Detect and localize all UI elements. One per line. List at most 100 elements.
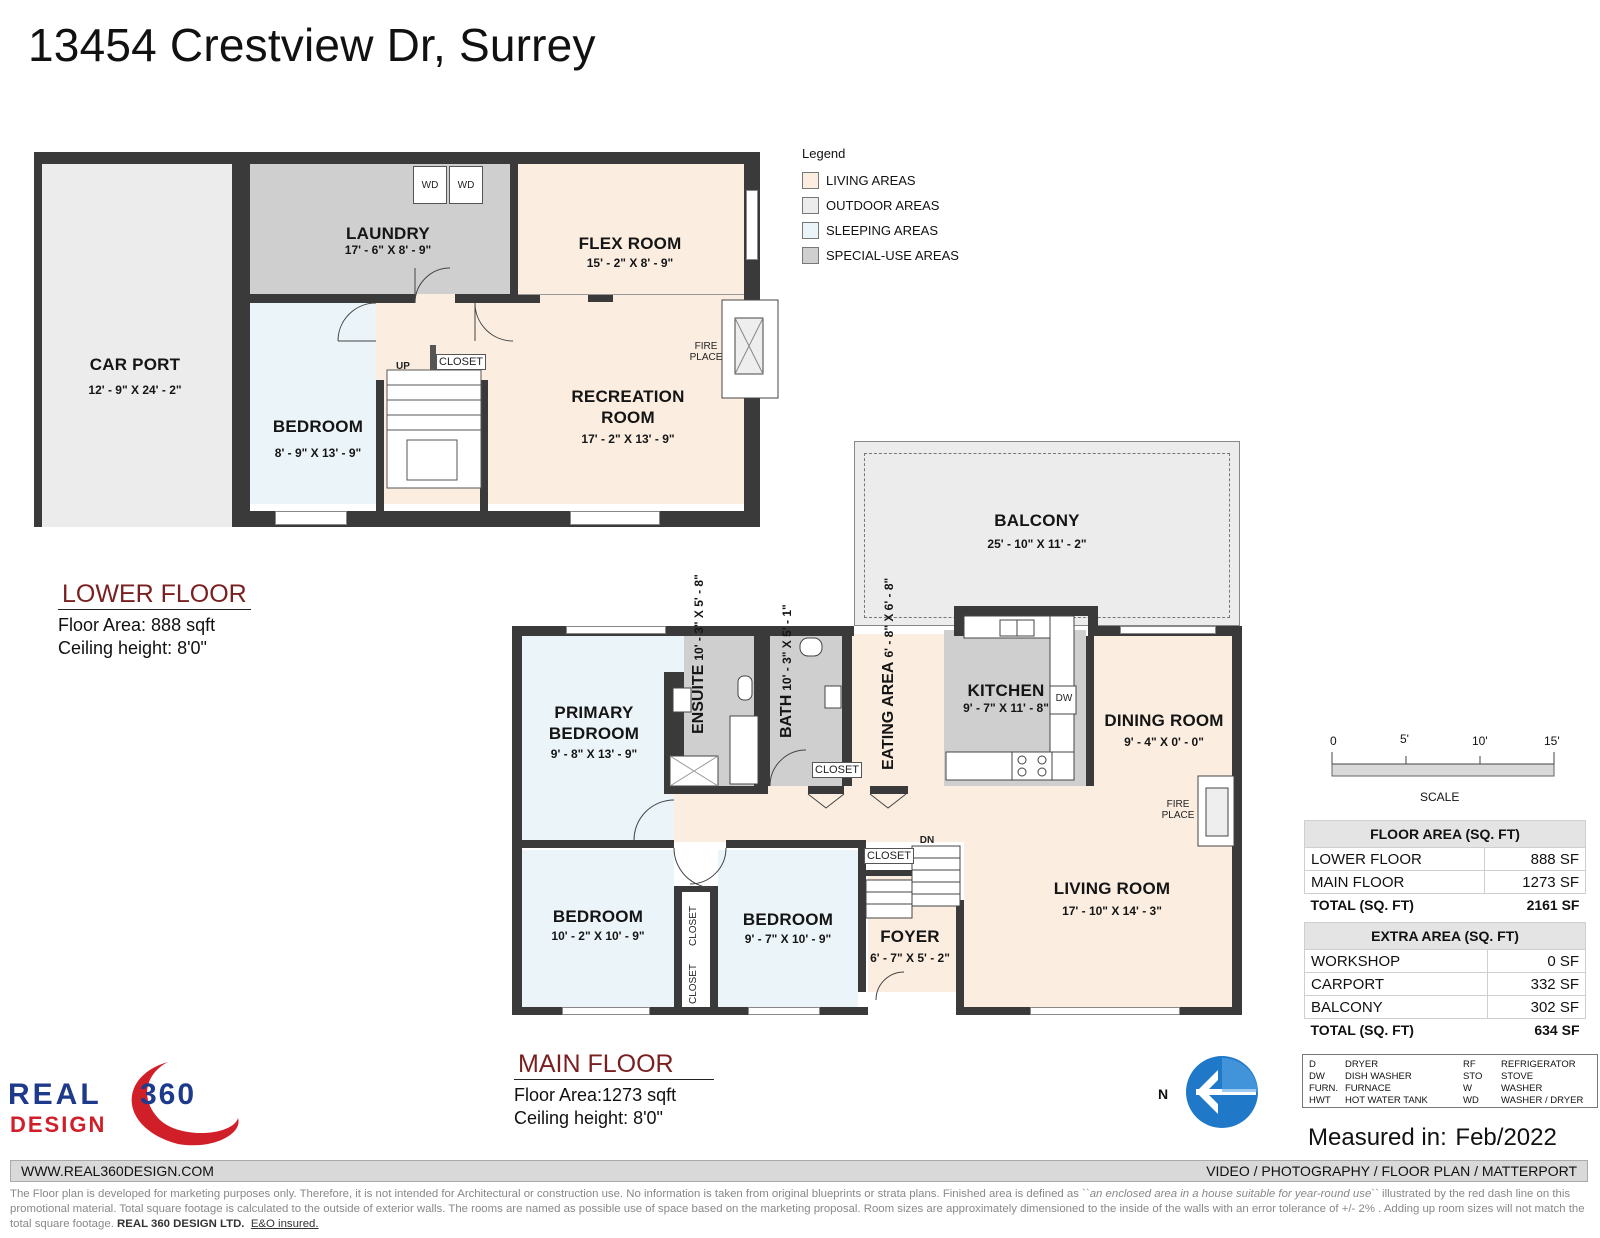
- main-floor-ceiling: Ceiling height: 8'0": [514, 1108, 663, 1129]
- door-swing-icon: [337, 267, 514, 342]
- abbreviation-key: D DRYER DW DISH WASHER FURN. FURNACE HWT…: [1302, 1054, 1598, 1108]
- window: [1120, 626, 1216, 634]
- living-area: [964, 842, 1232, 1007]
- wall: [674, 886, 718, 892]
- wall: [858, 840, 866, 992]
- room-label-foyer: FOYER 6' - 7" X 5' - 2": [870, 927, 950, 965]
- extra-area-title: EXTRA AREA (SQ. FT): [1304, 922, 1586, 950]
- logo-real: REAL: [8, 1078, 102, 1111]
- wall: [664, 786, 768, 794]
- legend-item-sleeping: SLEEPING AREAS: [802, 220, 938, 240]
- room-label-eating-area: EATING AREA6' - 8" X 6' - 8": [880, 577, 897, 770]
- lower-floor-heading: LOWER FLOOR: [58, 580, 251, 610]
- wall: [1232, 626, 1242, 1015]
- abbr-code: FURN.: [1309, 1083, 1339, 1094]
- wall: [588, 294, 613, 302]
- wall: [866, 870, 912, 876]
- flex-area: [518, 164, 744, 294]
- logo-swoosh-icon: [131, 1062, 239, 1146]
- scale-graphic: [1331, 752, 1555, 777]
- washer-dryer-icon: [449, 166, 483, 204]
- wall: [34, 152, 760, 164]
- room-label-bedroom-1: BEDROOM 10' - 2" X 10' - 9": [551, 907, 645, 943]
- abbr-code: STO: [1463, 1071, 1483, 1082]
- wall: [674, 886, 682, 1008]
- abbr-meaning: WASHER / DRYER: [1501, 1095, 1584, 1106]
- wall: [455, 294, 540, 303]
- balcony-area: [854, 441, 1240, 626]
- compass-label: N: [1158, 1086, 1169, 1102]
- wall: [512, 626, 522, 1015]
- wall: [250, 294, 415, 303]
- stairs-up-label: UP: [396, 361, 410, 372]
- abbr-meaning: DISH WASHER: [1345, 1071, 1412, 1082]
- scale-tick-label: 10': [1472, 734, 1488, 748]
- abbr-meaning: WASHER: [1501, 1083, 1543, 1094]
- dishwasher-icon: [1049, 685, 1077, 715]
- abbr-code: WD: [1463, 1095, 1479, 1106]
- scale-label: SCALE: [1420, 790, 1460, 804]
- abbr-code: RF: [1463, 1059, 1476, 1070]
- legend-item-special: SPECIAL-USE AREAS: [802, 245, 959, 265]
- wall: [1088, 606, 1098, 636]
- toilet-icon: [799, 637, 823, 657]
- room-label-lower-bedroom: BEDROOM 8' - 9" X 13' - 9": [272, 417, 364, 460]
- fireplace-icon: [721, 299, 779, 399]
- eating-area: [852, 634, 944, 786]
- disclaimer-text: The Floor plan is developed for marketin…: [10, 1188, 1585, 1230]
- stairs-down-label: DN: [919, 835, 935, 846]
- closet-label: CLOSET: [436, 354, 487, 370]
- abbr-code: D: [1309, 1059, 1316, 1070]
- wall: [808, 786, 844, 794]
- room-label-living: LIVING ROOM 17' - 10" X 14' - 3": [1053, 879, 1171, 918]
- abbr-meaning: HOT WATER TANK: [1345, 1095, 1428, 1106]
- footer-website-link[interactable]: WWW.REAL360DESIGN.COM: [21, 1163, 214, 1179]
- sink-icon: [824, 685, 842, 709]
- window: [746, 190, 758, 260]
- room-label-recreation: RECREATION ROOM 17' - 2" X 13' - 9": [571, 387, 685, 447]
- window: [570, 511, 660, 525]
- compass-icon: [1186, 1056, 1258, 1128]
- wall: [710, 886, 718, 1008]
- abbr-code: DW: [1309, 1071, 1325, 1082]
- room-label-ensuite: ENSUITE10' - 3" X 5' - 8": [690, 574, 707, 734]
- footer-bar: WWW.REAL360DESIGN.COM VIDEO / PHOTOGRAPH…: [10, 1160, 1588, 1182]
- table-total-row: TOTAL (SQ. FT)634 SF: [1310, 1022, 1580, 1038]
- scale-tick-label: 15': [1544, 734, 1560, 748]
- legend-swatch: [802, 196, 819, 214]
- window: [566, 626, 666, 634]
- wall: [522, 840, 674, 848]
- fireplace-label: FIRE PLACE: [689, 341, 723, 363]
- toilet-icon: [737, 675, 753, 701]
- legend-swatch: [802, 171, 819, 189]
- table-total-row: TOTAL (SQ. FT)2161 SF: [1310, 897, 1580, 913]
- window: [748, 1007, 820, 1015]
- abbr-meaning: STOVE: [1501, 1071, 1534, 1082]
- legend-item-outdoor: OUTDOOR AREAS: [802, 195, 939, 215]
- sink-icon: [672, 687, 692, 713]
- wall: [512, 626, 854, 636]
- wall: [954, 606, 1098, 616]
- primary-bedroom-area: [522, 634, 684, 840]
- room-label-kitchen: KITCHEN 9' - 7" X 11' - 8": [963, 681, 1049, 715]
- floor-area-title: FLOOR AREA (SQ. FT): [1304, 820, 1586, 848]
- window: [275, 511, 347, 525]
- washer-dryer-icon: [413, 166, 447, 204]
- window: [562, 1007, 650, 1015]
- measured-label: Measured in:: [1308, 1124, 1447, 1151]
- wall: [510, 164, 518, 296]
- recreation-area: [488, 294, 744, 504]
- closet-label: CLOSET: [688, 963, 699, 1004]
- bedroom1-area: [522, 850, 674, 1007]
- fireplace-label: FIRE PLACE: [1161, 799, 1195, 821]
- measured-info: Measured in: Feb/2022: [1308, 1124, 1557, 1152]
- tub-icon: [729, 715, 759, 785]
- dining-area: [1094, 634, 1232, 786]
- stairs-icon: [865, 879, 913, 919]
- footer-services: VIDEO / PHOTOGRAPHY / FLOOR PLAN / MATTE…: [1206, 1163, 1577, 1179]
